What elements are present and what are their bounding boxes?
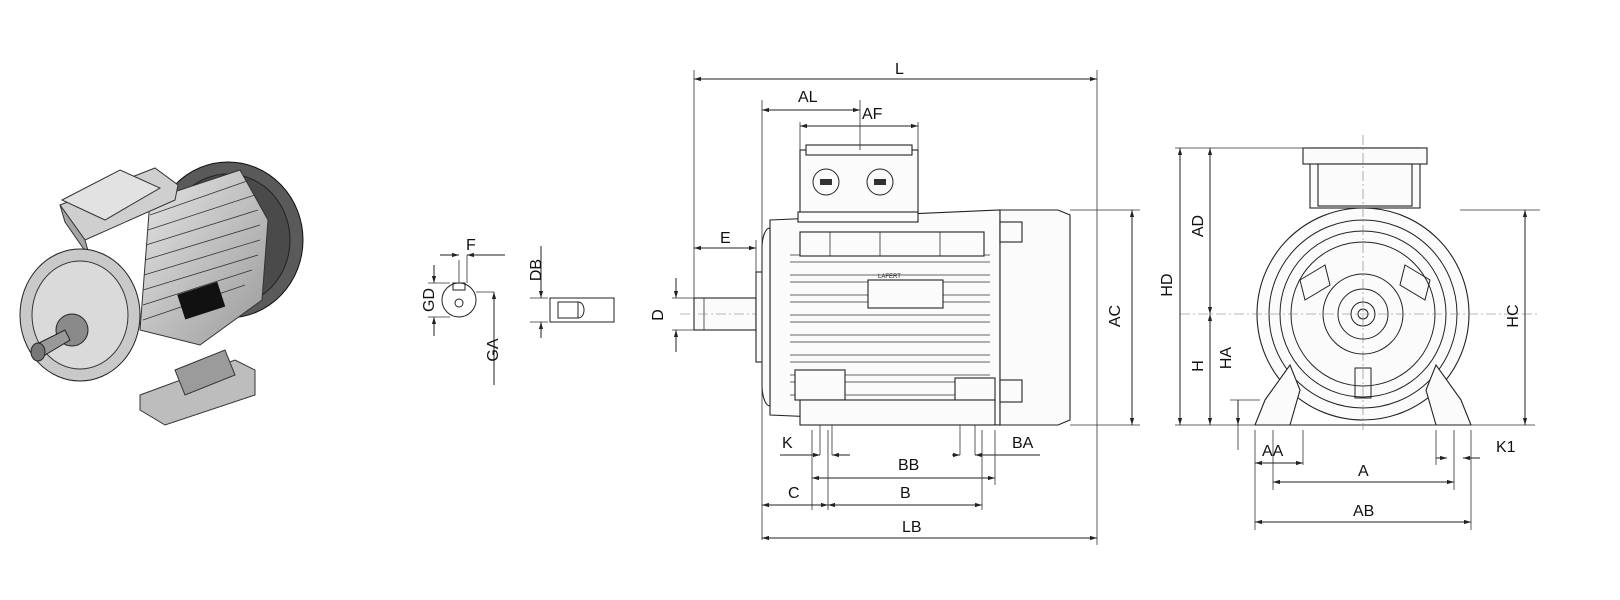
iso-nameplate [177, 281, 226, 320]
shaft-end-detail [530, 246, 615, 338]
nameplate [867, 279, 944, 309]
label-D: D [650, 309, 667, 321]
label-LB: LB [902, 519, 922, 536]
label-H: H [1190, 360, 1207, 372]
label-DB: DB [528, 259, 545, 281]
label-AL: AL [798, 89, 818, 106]
isometric-motor-view [19, 161, 304, 426]
label-E: E [720, 230, 731, 247]
label-B: B [900, 485, 911, 502]
front-view [1180, 135, 1540, 430]
feet [799, 399, 996, 426]
label-AA: AA [1262, 443, 1284, 460]
label-AB: AB [1353, 503, 1374, 520]
label-GA: GA [485, 338, 502, 361]
label-K: K [782, 435, 793, 452]
side-view-dimensions [672, 70, 1140, 545]
fan-cover [999, 209, 1071, 426]
shaft-key-detail [428, 252, 505, 385]
label-AF: AF [862, 106, 883, 123]
label-F: F [466, 237, 476, 254]
nameplate-brand: LAFERT [878, 274, 901, 280]
label-AD: AD [1190, 215, 1207, 237]
label-AC: AC [1107, 305, 1124, 327]
label-BB: BB [898, 457, 919, 474]
label-HD: HD [1159, 273, 1176, 296]
label-GD: GD [421, 288, 438, 312]
label-HC: HC [1505, 304, 1522, 327]
dimension-labels: F GD GA DB D E L AL AF AC K BB BA C B LB… [421, 61, 1522, 536]
label-BA: BA [1012, 435, 1034, 452]
terminal-box [799, 149, 919, 215]
label-HA: HA [1218, 347, 1235, 370]
label-C: C [788, 485, 800, 502]
label-L: L [895, 61, 904, 78]
label-A: A [1358, 463, 1369, 480]
front-view-dimensions [1175, 147, 1540, 530]
side-view: LAFERT [680, 144, 1071, 455]
label-K1: K1 [1496, 439, 1516, 456]
